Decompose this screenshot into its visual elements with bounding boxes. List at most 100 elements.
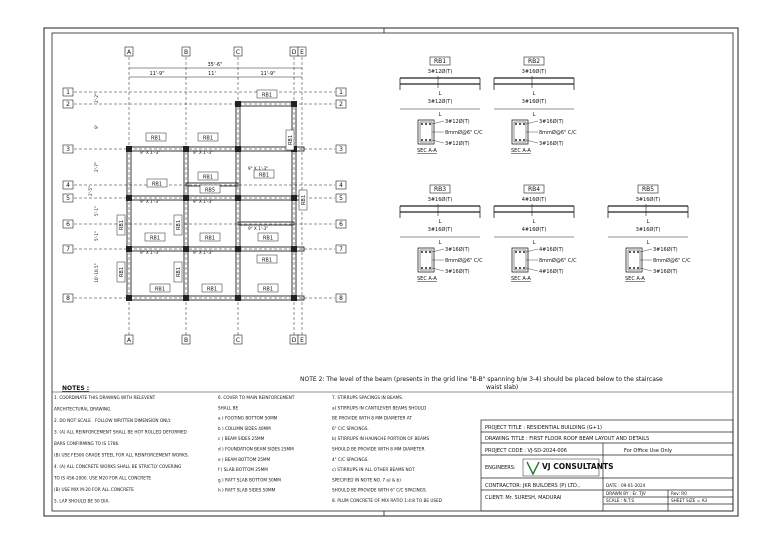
detail-top-bars: 3#16Ø(T) <box>522 68 547 75</box>
detail-top-bars: 3#12Ø(T) <box>428 68 453 75</box>
plan-beam-size: 9" X 1'-3" <box>140 199 160 204</box>
grid-label-8: 8 <box>66 295 70 302</box>
section-top-bars: 3#16Ø(T) <box>653 246 678 253</box>
detail-span-label: L <box>533 91 536 97</box>
plan-beam-label: RB1 <box>152 182 162 188</box>
row-dim-1: 2'-2" <box>94 93 99 103</box>
note-line: h ) RAFT SLAB SIDES 50MM <box>218 488 276 493</box>
grid-label-6: 6 <box>339 221 343 228</box>
grid-label-1: 1 <box>339 89 343 96</box>
grid-bubble-a <box>124 46 134 57</box>
grid-label-4: 4 <box>339 182 343 189</box>
row-dim-7: 10'-10.5" <box>94 263 99 282</box>
col-dim-1: 11'-9" <box>149 71 164 77</box>
client: CLIENT: Mr. SURESH, MADURAI <box>485 495 562 501</box>
detail-span-label-2: L <box>647 240 650 246</box>
plan-beam-label: RB1 <box>263 287 273 293</box>
detail-span-label-2: L <box>533 240 536 246</box>
company-name: VJ CONSULTANTS <box>542 462 614 471</box>
grid-label-7: 7 <box>66 246 70 253</box>
col-dim-3: 11'-9" <box>260 71 275 77</box>
detail-span-label: L <box>439 219 442 225</box>
note-line: d ) FOUNDATION BEAM SIDES 25MM <box>218 447 294 452</box>
plan-beam-size: 9" X 1'-3" <box>140 150 160 155</box>
plan-beam-label: RB1 <box>262 258 272 264</box>
note-line: (B) USE FE500 GRADE STEEL FOR ALL REINFO… <box>54 453 189 458</box>
plan-beam-label: RB1 <box>119 267 125 277</box>
plan-beam-label: RB1 <box>176 267 182 277</box>
plan-beam-tag <box>146 178 168 188</box>
plan-beam-label: RB1 <box>301 195 307 205</box>
plan-beam-tag <box>116 214 126 236</box>
grid-bubble-c <box>233 46 243 57</box>
note-line: BARS CONFIRMING TO IS 1786. <box>54 441 120 446</box>
grid-bubble-4 <box>335 180 347 190</box>
grid-bubble-6 <box>62 219 74 229</box>
plan-beam-label: RB5 <box>205 188 215 194</box>
drawing-title: DRAWING TITLE : FIRST FLOOR ROOF BEAM LA… <box>485 436 649 442</box>
plan-beam-tag <box>201 283 223 293</box>
plan-beam-label: RB1 <box>119 220 125 230</box>
notes-column-3: 7. STIRRUPS SPACINGS IN BEAMS.a) STIRRUP… <box>332 395 442 503</box>
grid-label-2: 2 <box>339 101 343 108</box>
plan-beam-size: 9" X 1'-3" <box>140 250 160 255</box>
note-line: 6. COVER TO MAIN REINFORCEMENT <box>218 395 295 400</box>
note-line: 6" C/C SPACINGS. <box>332 426 369 431</box>
note-line: SHOULD BE PROVIDE WITH 6" C/C SPACINGS. <box>332 488 427 493</box>
project-title: PROJECT TITLE : RESIDENTIAL BUILDING (G+… <box>485 425 602 431</box>
grid-bubble-b <box>181 334 191 345</box>
row-dim-3: 2'-7" <box>94 162 99 172</box>
detail-span-label: L <box>439 91 442 97</box>
grid-label-b: B <box>184 49 188 56</box>
note-line: 3. (A) ALL REINFORCEMENT SHALL BE HOT RO… <box>54 430 187 435</box>
grid-label-d: D <box>292 337 297 344</box>
note-line: 4. (A) ALL CONCRETE WORKS SHALL BE STRIC… <box>54 464 181 469</box>
overall-width-dim: 35'-6" <box>207 62 222 68</box>
section-top-bars: 3#16Ø(T) <box>539 118 564 125</box>
note-line: b) STIRRUPS IN HAUNCHE PORTION OF BEAMS <box>332 436 429 441</box>
detail-title-box <box>429 56 451 66</box>
grid-bubble-3 <box>62 144 74 154</box>
note-line: (B) USE MIX M-20 FOR ALL CONCRETE <box>54 487 134 492</box>
note-line: 2. DO NOT SCALE . FOLLOW WRITTEN DIMENSI… <box>54 418 171 423</box>
note-line: a) STIRRUPS IN CANTILEVER BEAMS SHOULD <box>332 405 426 410</box>
plan-beam-tag <box>199 184 221 194</box>
grid-bubble-6 <box>335 219 347 229</box>
project-code: PROJECT CODE : VJ-SD-2024-006 <box>485 448 567 454</box>
note-line: SPECIFIED IN NOTE NO. 7 a) & b) <box>332 477 401 482</box>
grid-bubble-8 <box>62 293 74 303</box>
detail-bottom-bars: 4#16Ø(T) <box>522 226 547 233</box>
grid-bubble-1 <box>62 87 74 97</box>
detail-title-box <box>429 184 451 194</box>
note-line: c) STIRRUPS IN ALL OTHER BEAMS NOT <box>332 467 415 472</box>
grid-label-7: 7 <box>339 246 343 253</box>
section-label: SEC A-A <box>625 276 645 282</box>
plan-beam-label: RB1 <box>207 287 217 293</box>
note-line: TO IS 456-2000. USE M20 FOR ALL CONCRETE <box>53 476 151 481</box>
plan-beam-label: RB1 <box>262 93 272 99</box>
detail-title: RB3 <box>434 186 446 193</box>
plan-beam-label: RB1 <box>263 236 273 242</box>
detail-title: RB4 <box>528 186 540 193</box>
plan-beam-label: RB1 <box>150 236 160 242</box>
section-stirrup: 8mmØ@6" C/C <box>539 257 577 264</box>
note-line: b ) COLUMN SIDES 40MM <box>218 426 271 431</box>
section-label: SEC A-A <box>511 148 531 154</box>
note-line: SHOULD BE PROVIDE WITH 8 MM DIAMETER <box>332 447 425 452</box>
section-bottom-bars: 3#12Ø(T) <box>445 140 470 147</box>
title-block <box>480 419 734 512</box>
row-dim-4: 2'-5" <box>88 186 93 196</box>
section-stirrup: 8mmØ@6" C/C <box>445 257 483 264</box>
beam-layout-plan <box>74 57 335 336</box>
grid-label-3: 3 <box>339 146 343 153</box>
office-use: For Office Use Only <box>624 448 672 454</box>
vj-consultants-logo <box>522 458 600 477</box>
plan-beam-tag <box>173 261 183 283</box>
grid-bubble-8 <box>335 293 347 303</box>
grid-bubble-3 <box>335 144 347 154</box>
detail-title: RB5 <box>642 186 654 193</box>
grid-bubble-4 <box>62 180 74 190</box>
section-top-bars: 3#16Ø(T) <box>445 246 470 253</box>
section-label: SEC A-A <box>511 276 531 282</box>
